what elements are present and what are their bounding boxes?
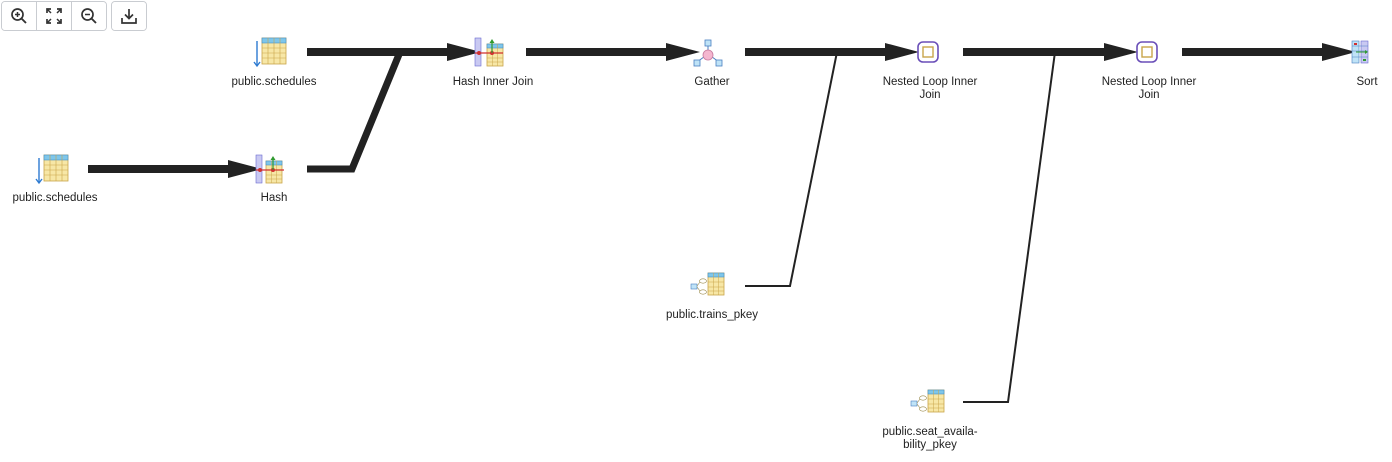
node-label-line: public.seat_availa-	[882, 426, 978, 438]
node-label-nested-loop-1: Nested Loop Inner Join	[883, 76, 978, 102]
node-label-hash-inner-join: Hash Inner Join	[452, 76, 534, 88]
node-label-schedules-bottom: public.schedules	[12, 192, 98, 204]
hash-icon[interactable]	[255, 154, 284, 184]
nested-loop-icon[interactable]	[917, 41, 939, 63]
node-label-line: Join	[919, 89, 941, 101]
node-label-nested-loop-2: Nested Loop Inner Join	[1102, 76, 1197, 102]
zoom-in-icon	[11, 8, 27, 24]
download-button-group	[111, 1, 147, 31]
gather-icon[interactable]	[693, 39, 723, 67]
sort-icon[interactable]	[1351, 40, 1369, 64]
node-label-seat-availability-pkey: public.seat_availa- bility_pkey	[882, 426, 977, 452]
zoom-button-group	[1, 1, 107, 31]
edge-hash-hashjoin	[307, 50, 404, 173]
hash-join-icon[interactable]	[474, 37, 504, 67]
zoom-out-button[interactable]	[72, 2, 106, 30]
node-label-line: Nested Loop Inner	[882, 76, 978, 88]
fit-screen-icon	[46, 8, 62, 24]
node-label-line: bility_pkey	[903, 439, 957, 451]
nested-loop-icon[interactable]	[1136, 41, 1158, 63]
edge-trains-nestedloop1	[745, 51, 838, 287]
node-label-sort: Sort	[1356, 76, 1378, 88]
index-scan-icon[interactable]	[690, 272, 725, 296]
zoom-in-button[interactable]	[2, 2, 37, 30]
node-label-hash: Hash	[260, 192, 288, 204]
fit-screen-button[interactable]	[37, 2, 72, 30]
edge-seat-nestedloop2	[963, 51, 1056, 403]
download-button[interactable]	[112, 2, 146, 30]
node-label-gather: Gather	[694, 76, 730, 88]
seq-scan-icon[interactable]	[35, 154, 69, 185]
zoom-out-icon	[81, 8, 97, 24]
node-label-trains-pkey: public.trains_pkey	[665, 309, 759, 321]
seq-scan-icon[interactable]	[253, 37, 287, 68]
node-label-line: Nested Loop Inner	[1101, 76, 1197, 88]
node-label-line: Join	[1138, 89, 1160, 101]
plan-edges	[88, 43, 1356, 403]
node-label-schedules-top: public.schedules	[231, 76, 317, 88]
download-icon	[121, 9, 137, 24]
graph-toolbar	[1, 1, 147, 31]
index-scan-icon[interactable]	[910, 389, 945, 413]
